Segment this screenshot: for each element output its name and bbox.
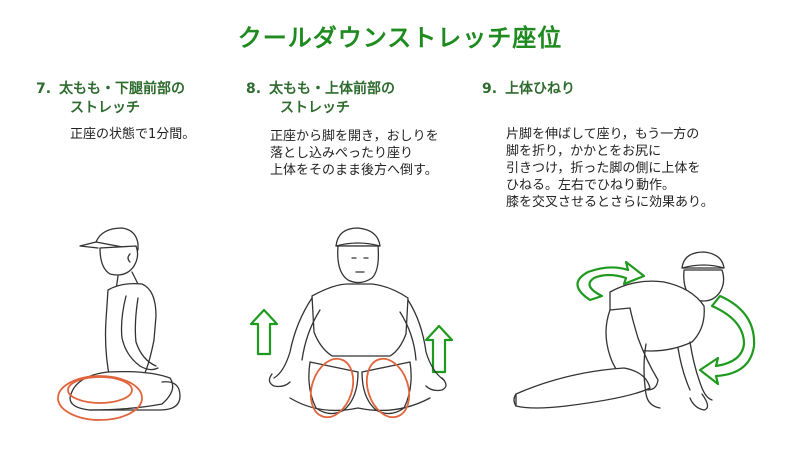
thigh-highlight bbox=[67, 376, 133, 404]
shin-highlight bbox=[57, 375, 143, 421]
seated-twist-figure bbox=[513, 251, 756, 411]
section-7-heading-line2: ストレッチ bbox=[70, 100, 140, 116]
splayed-seated-figure bbox=[249, 227, 454, 419]
section-8-number: 8. bbox=[246, 81, 262, 97]
section-9-heading: 9. 上体ひねり bbox=[482, 80, 575, 99]
section-7-description: 正座の状態で1分間。 bbox=[70, 127, 196, 142]
cap-icon bbox=[335, 227, 381, 247]
section-9-description: 片脚を伸ばして座り，もう一方の 脚を折り，かかとをお尻に 引きつけ，折った脚の側… bbox=[506, 127, 714, 210]
section-9-heading-line1: 上体ひねり bbox=[505, 81, 576, 97]
page-title: クールダウンストレッチ座位 bbox=[237, 24, 563, 52]
section-8-heading-line2: ストレッチ bbox=[280, 100, 350, 116]
section-8-description: 正座から脚を開き，おしりを 落とし込みぺったり座り 上体をそのまま後方へ倒す。 bbox=[270, 129, 439, 178]
right-thigh-highlight bbox=[365, 357, 411, 419]
section-9-number: 9. bbox=[482, 81, 498, 97]
up-arrow-left-icon bbox=[249, 308, 279, 356]
curved-arrow-top-icon bbox=[576, 260, 646, 302]
section-8-heading-line1: 太もも・上体前部の bbox=[269, 81, 396, 97]
kneeling-seiza-figure bbox=[57, 227, 181, 421]
cap-icon bbox=[681, 251, 725, 269]
cap-icon bbox=[95, 227, 139, 251]
left-thigh-highlight bbox=[309, 357, 355, 419]
up-arrow-right-icon bbox=[424, 324, 454, 374]
section-8-heading: 8. 太もも・上体前部の ストレッチ bbox=[246, 80, 395, 118]
section-7-number: 7. bbox=[36, 81, 52, 97]
section-7-heading: 7. 太もも・下腿前部の ストレッチ bbox=[36, 80, 185, 118]
section-7-heading-line1: 太もも・下腿前部の bbox=[59, 81, 186, 97]
curved-arrow-right-icon bbox=[698, 294, 756, 386]
